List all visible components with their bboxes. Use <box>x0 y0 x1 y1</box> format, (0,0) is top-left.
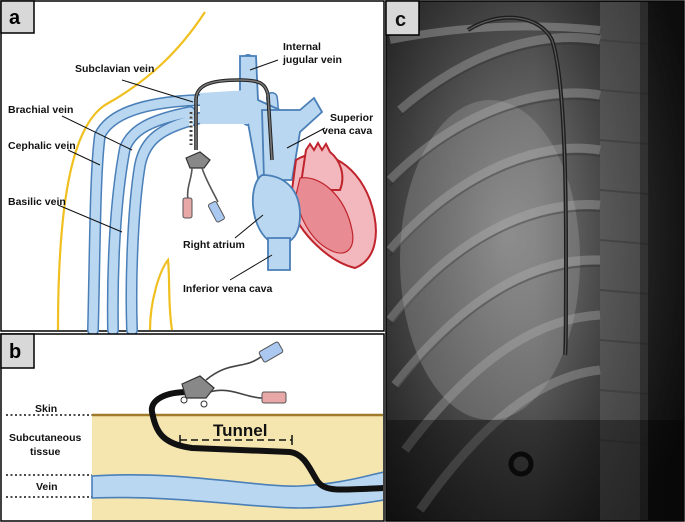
label-internal-jugular-1: Internal <box>283 41 321 53</box>
catheter-b <box>148 389 383 493</box>
panel-a: Subclavian vein Internal jugular vein Br… <box>0 0 385 336</box>
label-internal-jugular-2: jugular vein <box>282 54 342 66</box>
panel-b: Skin Subcutaneous tissue Vein Tunnel b <box>0 333 385 522</box>
label-basilic-vein: Basilic vein <box>8 196 66 208</box>
layer-guides <box>6 414 92 498</box>
axilla-outline <box>148 257 174 331</box>
label-svc-1: Superior <box>330 112 373 124</box>
vertebrae <box>599 39 649 445</box>
tunnel-bracket <box>179 435 293 445</box>
label-tunnel: Tunnel <box>213 421 267 440</box>
label-svc-2: vena cava <box>322 125 372 137</box>
catheter-a <box>182 78 274 223</box>
panel-b-tag: b <box>9 341 21 363</box>
panel-a-tag: a <box>9 7 21 29</box>
label-right-atrium: Right atrium <box>183 239 245 251</box>
label-subclavian-vein: Subclavian vein <box>75 63 154 75</box>
label-skin: Skin <box>35 403 57 415</box>
panel-c-xray: c <box>385 0 685 522</box>
panel-c-tag: c <box>395 9 406 31</box>
panel-b-tag-box <box>0 333 35 369</box>
ribs <box>387 33 601 513</box>
catheter-hub-b <box>180 341 287 408</box>
leader-lines-a <box>57 59 326 281</box>
panel-c-tag-box <box>385 0 420 36</box>
vein-band <box>91 471 383 509</box>
heart <box>251 140 377 271</box>
ivc-shape <box>267 237 291 271</box>
label-inferior-vena-cava: Inferior vena cava <box>183 283 272 295</box>
xray-ring-marker <box>508 451 534 477</box>
arm-outline <box>56 11 206 331</box>
label-vein: Vein <box>36 481 58 493</box>
label-brachial-vein: Brachial vein <box>8 104 73 116</box>
vein-network <box>87 54 324 336</box>
label-subcutaneous-2: tissue <box>30 446 61 458</box>
label-subcutaneous-1: Subcutaneous <box>9 432 82 444</box>
panel-a-tag-box <box>0 0 35 34</box>
label-cephalic-vein: Cephalic vein <box>8 140 76 152</box>
